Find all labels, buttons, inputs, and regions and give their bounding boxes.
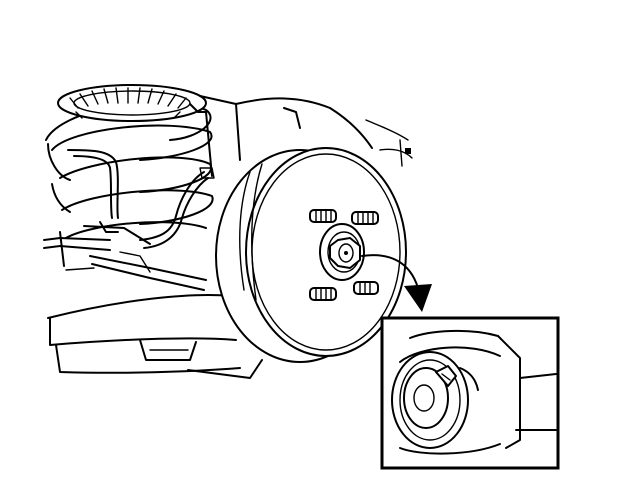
brake-line [43,149,215,291]
suspension-arm [47,294,263,379]
vehicle-body [199,95,413,177]
coil-spring [45,100,214,239]
detail-inset-hub-nut [380,316,560,470]
wheel-studs [309,209,379,301]
brake-drum [215,147,407,363]
spring-seat [57,84,207,122]
hub-nut [329,237,361,269]
indicator-arrow [361,254,432,312]
